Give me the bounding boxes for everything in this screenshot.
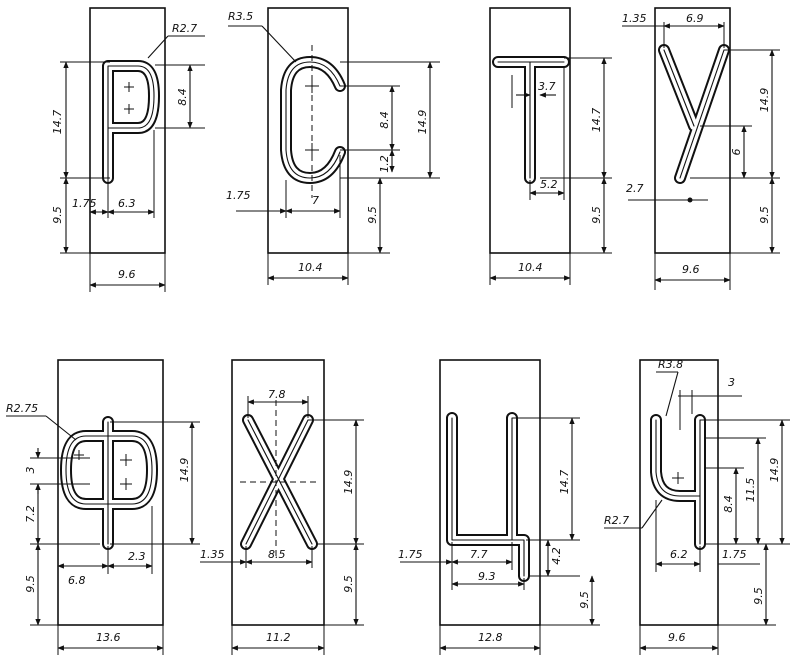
f-x2-label: 2.3 xyxy=(128,550,146,563)
letter-s-frame xyxy=(267,7,349,254)
r-width-label: 9.6 xyxy=(118,268,136,281)
x-bottom-width-label: 8.5 xyxy=(268,548,286,561)
letter-s-glyph xyxy=(280,45,346,198)
t-inner-width-label: 5.2 xyxy=(540,178,558,191)
letter-c-frame xyxy=(439,359,541,626)
s-bottom-label: 9.5 xyxy=(366,206,379,224)
letter-c-glyph xyxy=(446,412,530,582)
letter-ch-frame xyxy=(639,359,719,626)
ch-inner-height-label: 11.5 xyxy=(744,478,757,503)
c-tail-label: 4.2 xyxy=(550,547,563,565)
letter-ch-glyph xyxy=(650,414,706,550)
c-height-label: 14.7 xyxy=(558,470,571,495)
s-inner-label: 8.4 xyxy=(378,111,391,129)
letter-f-frame xyxy=(57,359,164,626)
ch-mid-label: 8.4 xyxy=(722,495,735,513)
u-width-label: 9.6 xyxy=(682,263,700,276)
letter-x-glyph xyxy=(240,400,318,560)
ch-bottom-label: 9.5 xyxy=(752,587,765,605)
x-left-label: 1.35 xyxy=(200,548,225,561)
letter-t-dimensions: 14.7 3.7 5.2 9.5 10.4 xyxy=(489,57,612,285)
x-width-label: 11.2 xyxy=(266,631,291,644)
s-gap-label: 1.2 xyxy=(378,155,391,173)
s-height-label: 14.9 xyxy=(416,110,429,135)
letter-u-dimensions: 6.9 1.35 14.9 6 2.7 9.5 9.6 xyxy=(622,12,780,290)
letter-x-dimensions: 7.8 14.9 1.35 8.5 9.5 11.2 xyxy=(200,388,364,655)
u-mid-label: 6 xyxy=(730,149,743,156)
t-height-label: 14.7 xyxy=(590,108,603,133)
s-left-label: 1.75 xyxy=(226,189,251,202)
x-height-label: 14.9 xyxy=(342,470,355,495)
letter-u-glyph xyxy=(658,44,730,184)
f-width-label: 13.6 xyxy=(96,631,121,644)
f-left-mid-label: 7.2 xyxy=(24,505,37,523)
ch-radius-bottom-label: R2.7 xyxy=(604,514,629,527)
x-bottom-label: 9.5 xyxy=(342,575,355,593)
c-inner-width-label: 7.7 xyxy=(470,548,488,561)
r-bottom-label: 9.5 xyxy=(51,206,64,224)
c-left-label: 1.75 xyxy=(398,548,423,561)
letter-ch-dimensions: R3.8 3 14.9 11.5 8.4 R2.7 6.2 1.75 xyxy=(604,358,790,655)
letter-x-frame xyxy=(231,359,325,626)
ch-top-right-label: 3 xyxy=(728,376,735,389)
letter-u-frame xyxy=(654,7,731,254)
c-bottom-label: 9.5 xyxy=(578,591,591,609)
f-bottom-label: 9.5 xyxy=(24,575,37,593)
s-inner-width-label: 7 xyxy=(312,194,319,207)
u-left-label: 2.7 xyxy=(626,182,644,195)
u-top-left-label: 1.35 xyxy=(622,12,647,25)
letter-s-drawing: R3.5 14.9 8.4 1.2 1.75 7 9.5 10.4 xyxy=(226,7,440,285)
r-radius-label: R2.7 xyxy=(172,22,197,35)
letter-f-glyph xyxy=(60,416,158,550)
ch-radius-top-label: R3.8 xyxy=(658,358,683,371)
s-width-label: 10.4 xyxy=(298,261,323,274)
ch-right-label: 1.75 xyxy=(722,548,747,561)
r-x2-label: 6.3 xyxy=(118,197,136,210)
letter-t-glyph xyxy=(492,56,570,184)
letter-r-frame xyxy=(89,7,166,254)
letter-t-frame xyxy=(489,7,571,254)
letter-c-dimensions: 14.7 4.2 1.75 7.7 9.3 9.5 12.8 xyxy=(398,417,600,655)
letter-c-drawing: 14.7 4.2 1.75 7.7 9.3 9.5 12.8 xyxy=(398,359,600,655)
ch-height-label: 14.9 xyxy=(768,458,781,483)
ch-width-label: 9.6 xyxy=(668,631,686,644)
letter-t-drawing: 14.7 3.7 5.2 9.5 10.4 xyxy=(489,7,612,285)
c-width-label: 12.8 xyxy=(478,631,503,644)
x-top-label: 7.8 xyxy=(268,388,286,401)
letter-f-dimensions: R2.75 14.9 3 7.2 9.5 6.8 2.3 13. xyxy=(6,402,200,655)
t-stem-label: 3.7 xyxy=(538,80,556,93)
letter-r-dimensions: 14.7 8.4 R2.7 9.5 1.75 6.3 9.6 xyxy=(51,22,205,292)
f-height-label: 14.9 xyxy=(178,458,191,483)
u-height-label: 14.9 xyxy=(758,88,771,113)
t-width-label: 10.4 xyxy=(518,261,543,274)
letter-u-drawing: 6.9 1.35 14.9 6 2.7 9.5 9.6 xyxy=(622,7,780,290)
letter-r-drawing: 14.7 8.4 R2.7 9.5 1.75 6.3 9.6 xyxy=(51,7,205,292)
s-radius-label: R3.5 xyxy=(228,10,253,23)
f-left-top-label: 3 xyxy=(24,467,37,474)
letter-x-drawing: 7.8 14.9 1.35 8.5 9.5 11.2 xyxy=(200,359,364,655)
f-radius-label: R2.75 xyxy=(6,402,38,415)
r-height-label: 14.7 xyxy=(51,110,64,135)
letter-f-drawing: R2.75 14.9 3 7.2 9.5 6.8 2.3 13. xyxy=(6,359,200,655)
u-bottom-label: 9.5 xyxy=(758,206,771,224)
r-x1-label: 1.75 xyxy=(72,197,97,210)
letter-ch-drawing: R3.8 3 14.9 11.5 8.4 R2.7 6.2 1.75 xyxy=(604,358,790,655)
ch-inner-width-label: 6.2 xyxy=(670,548,688,561)
t-bottom-label: 9.5 xyxy=(590,206,603,224)
u-top-label: 6.9 xyxy=(686,12,704,25)
c-width2-label: 9.3 xyxy=(478,570,496,583)
r-inner-height-label: 8.4 xyxy=(176,88,189,106)
letter-r-glyph xyxy=(102,60,160,184)
letter-s-dimensions: R3.5 14.9 8.4 1.2 1.75 7 9.5 10.4 xyxy=(226,10,440,285)
f-x1-label: 6.8 xyxy=(68,574,86,587)
